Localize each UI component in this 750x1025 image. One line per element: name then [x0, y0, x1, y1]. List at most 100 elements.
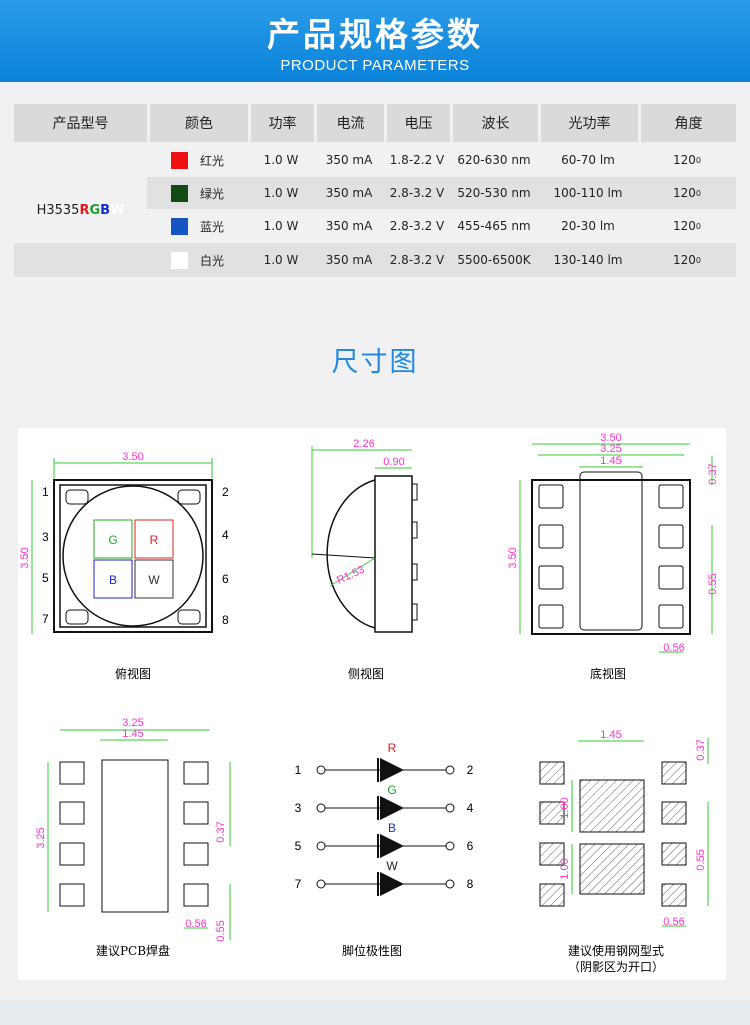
diode-row: 7 8 W — [295, 859, 474, 896]
svg-text:0.55: 0.55 — [215, 920, 227, 941]
svg-text:3.50: 3.50 — [600, 432, 621, 444]
svg-text:7: 7 — [295, 877, 302, 891]
svg-text:0.56: 0.56 — [663, 916, 684, 928]
svg-text:1.45: 1.45 — [122, 728, 143, 740]
color-label: 绿光 — [199, 186, 224, 201]
current-value: 350 mA — [325, 253, 373, 267]
swatch-white — [170, 251, 188, 269]
polarity-view: 1 2 R 3 4 G 5 6 B — [295, 741, 474, 958]
svg-text:B: B — [388, 821, 396, 835]
svg-text:0.90: 0.90 — [383, 456, 404, 468]
svg-text:1.00: 1.00 — [559, 797, 571, 818]
current-value: 350 mA — [325, 186, 373, 200]
power-value: 1.0 W — [263, 253, 299, 267]
voltage-value: 2.8-3.2 V — [389, 186, 445, 200]
model-letter-b: B — [100, 202, 111, 218]
drawings-svg: 3.50 3.50 G R B W 1 2 3 4 5 6 7 8 俯视图 2.… — [19, 432, 719, 974]
svg-text:W: W — [386, 859, 398, 873]
header-banner: 产品规格参数 PRODUCT PARAMETERS — [0, 0, 750, 82]
table-row: 蓝光 1.0 W 350 mA 2.8-3.2 V 455-465 nm 20-… — [14, 210, 736, 242]
svg-text:2.26: 2.26 — [353, 438, 374, 450]
svg-text:6: 6 — [222, 572, 229, 586]
svg-text:8: 8 — [467, 877, 474, 891]
svg-text:1: 1 — [295, 763, 302, 777]
top-view: 3.50 3.50 G R B W 1 2 3 4 5 6 7 8 俯视图 — [19, 451, 229, 681]
svg-text:1.00: 1.00 — [559, 858, 571, 879]
model-letter-r: R — [79, 202, 90, 218]
dim-text: 3.50 — [19, 547, 31, 568]
voltage-value: 2.8-3.2 V — [389, 219, 445, 233]
svg-text:3.25: 3.25 — [600, 443, 621, 455]
table-row: 白光 1.0 W 350 mA 2.8-3.2 V 5500-6500K 130… — [14, 243, 736, 277]
svg-text:3: 3 — [295, 801, 302, 815]
current-value: 350 mA — [325, 153, 373, 167]
power-value: 1.0 W — [263, 186, 299, 200]
table-row: 红光 1.0 W 350 mA 1.8-2.2 V 620-630 nm 60-… — [14, 144, 736, 176]
model-prefix: H3535 — [36, 202, 80, 218]
header-voltage: 电压 — [384, 104, 450, 142]
svg-text:6: 6 — [467, 839, 474, 853]
diode-row: 1 2 R — [295, 741, 474, 782]
svg-text:3: 3 — [42, 530, 49, 544]
svg-text:2: 2 — [467, 763, 474, 777]
svg-text:3.25: 3.25 — [122, 717, 143, 729]
svg-text:0.56: 0.56 — [663, 642, 684, 654]
header-power: 功率 — [248, 104, 314, 142]
footer-bar — [0, 1000, 750, 1025]
page-subtitle: PRODUCT PARAMETERS — [280, 57, 470, 74]
svg-text:0.37: 0.37 — [707, 463, 719, 484]
wavelength-value: 520-530 nm — [457, 186, 531, 200]
svg-text:1.45: 1.45 — [600, 729, 621, 741]
current-value: 350 mA — [325, 219, 373, 233]
flux-value: 20-30 lm — [561, 219, 615, 233]
svg-text:R1.53: R1.53 — [335, 564, 367, 587]
header-flux: 光功率 — [538, 104, 638, 142]
svg-text:4: 4 — [467, 801, 474, 815]
voltage-value: 1.8-2.2 V — [389, 153, 445, 167]
swatch-red — [170, 151, 188, 169]
swatch-blue — [170, 217, 188, 235]
header-model: 产品型号 — [14, 104, 147, 142]
model-letter-g: G — [89, 202, 101, 218]
header-angle: 角度 — [638, 104, 736, 142]
svg-text:5: 5 — [295, 839, 302, 853]
diode-row: 3 4 G — [295, 783, 474, 820]
svg-text:1: 1 — [42, 485, 49, 499]
pcb-pad-view: 3.25 1.45 3.25 0.37 0.56 0.55 建议PCB焊盘 — [35, 717, 231, 958]
voltage-value: 2.8-3.2 V — [389, 253, 445, 267]
stencil-view: 1.45 1.00 1.00 0.37 0.55 0.56 建议使用钢网型式 （… — [539, 729, 709, 974]
svg-text:2: 2 — [222, 485, 229, 499]
wavelength-value: 5500-6500K — [457, 253, 531, 267]
svg-text:0.37: 0.37 — [215, 821, 227, 842]
svg-text:R: R — [150, 533, 159, 547]
caption: （阴影区为开口） — [568, 960, 664, 974]
table-header-row: 产品型号 颜色 功率 电流 电压 波长 光功率 角度 — [14, 104, 736, 142]
caption: 建议使用钢网型式 — [568, 943, 664, 958]
svg-text:0.55: 0.55 — [707, 573, 719, 594]
page-title: 产品规格参数 — [267, 15, 483, 54]
flux-value: 100-110 lm — [553, 186, 623, 200]
power-value: 1.0 W — [263, 219, 299, 233]
svg-text:7: 7 — [42, 612, 49, 626]
flux-value: 130-140 lm — [553, 253, 623, 267]
svg-text:0.56: 0.56 — [185, 918, 206, 930]
svg-text:8: 8 — [222, 613, 229, 627]
svg-text:W: W — [148, 573, 160, 587]
svg-text:0.55: 0.55 — [695, 849, 707, 870]
header-color: 颜色 — [147, 104, 248, 142]
caption: 俯视图 — [115, 666, 151, 681]
svg-text:3.50: 3.50 — [507, 547, 519, 568]
section-title: 尺寸图 — [331, 347, 419, 378]
color-label: 红光 — [199, 153, 224, 168]
svg-text:G: G — [387, 783, 396, 797]
table-row: 绿光 1.0 W 350 mA 2.8-3.2 V 520-530 nm 100… — [147, 177, 736, 209]
caption: 底视图 — [590, 666, 626, 681]
color-label: 蓝光 — [199, 219, 224, 234]
model-letter-w: W — [110, 202, 125, 218]
caption: 侧视图 — [348, 666, 384, 681]
caption: 建议PCB焊盘 — [96, 943, 170, 958]
svg-text:4: 4 — [222, 528, 229, 542]
